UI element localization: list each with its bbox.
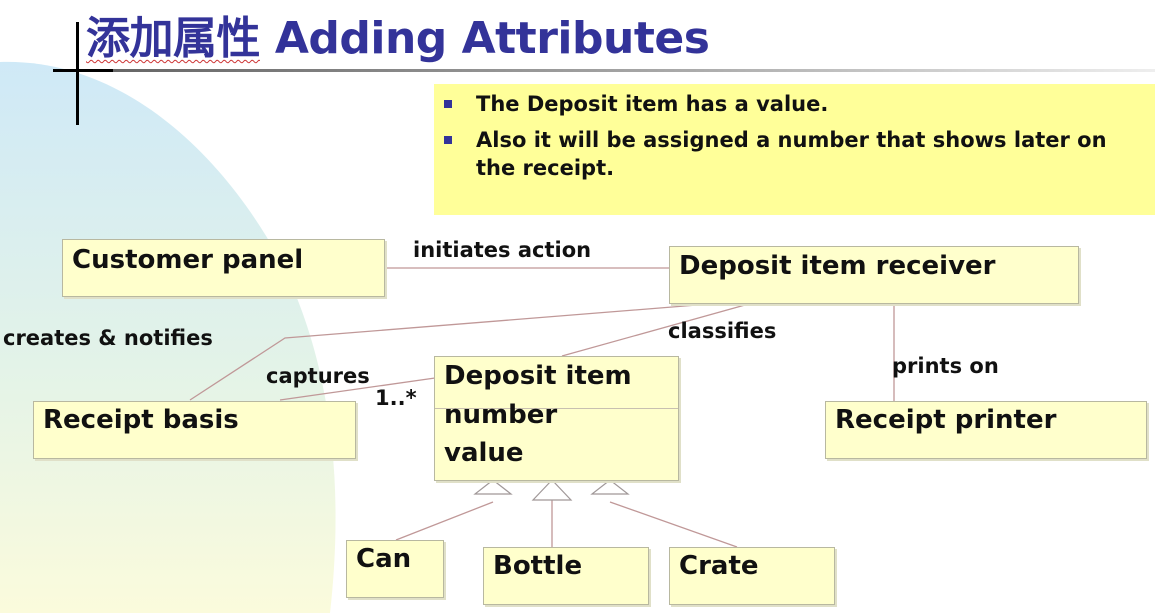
class-name: Deposit item receiver [679,251,996,281]
class-name: Bottle [493,551,583,581]
attribute-number: number [444,400,558,430]
inheritance-arrow-crate-icon [590,479,630,495]
association-creates-notifies [189,304,698,401]
class-deposit-item: Deposit item number value [434,356,679,481]
class-name: Receipt printer [835,405,1057,435]
class-name: Can [356,544,412,574]
notes-panel: The Deposit item has a value. Also it wi… [434,84,1155,215]
class-name: Customer panel [72,245,304,275]
square-bullet-icon [444,136,452,144]
label-captures: captures [266,364,370,388]
class-name: Deposit item [444,361,632,391]
label-creates-notifies: creates & notifies [3,326,213,350]
inheritance-arrow-can-icon [473,479,513,495]
note-text: Also it will be assigned a number that s… [476,128,1107,180]
class-name: Receipt basis [43,405,239,435]
attribute-separator [435,408,678,409]
class-customer-panel: Customer panel [62,239,385,297]
label-multiplicity: 1..* [375,386,417,410]
generalization-can [395,501,494,541]
label-prints-on: prints on [892,354,999,378]
label-initiates-action: initiates action [413,238,592,262]
class-can: Can [346,540,444,598]
association-captures [279,377,436,401]
note-item: The Deposit item has a value. [444,90,1136,118]
class-crate: Crate [669,547,835,605]
association-classifies [561,304,746,357]
page-title: 添加属性 Adding Attributes [86,2,710,66]
class-receipt-basis: Receipt basis [33,401,356,459]
title-underline-rule [113,69,1155,72]
title-chinese: 添加属性 [86,13,261,64]
class-name: Crate [679,551,759,581]
class-bottle: Bottle [483,547,649,605]
title-crosshair-vertical [76,22,79,125]
note-item: Also it will be assigned a number that s… [444,126,1136,182]
square-bullet-icon [444,100,452,108]
generalization-crate [609,501,738,548]
note-text: The Deposit item has a value. [476,92,829,116]
attribute-value: value [444,438,524,468]
class-receipt-printer: Receipt printer [825,401,1147,459]
title-english: Adding Attributes [274,13,710,64]
title-crosshair-horizontal [53,69,113,72]
class-deposit-item-receiver: Deposit item receiver [669,246,1079,304]
label-classifies: classifies [668,319,777,343]
inheritance-arrow-bottle-icon [531,479,573,501]
